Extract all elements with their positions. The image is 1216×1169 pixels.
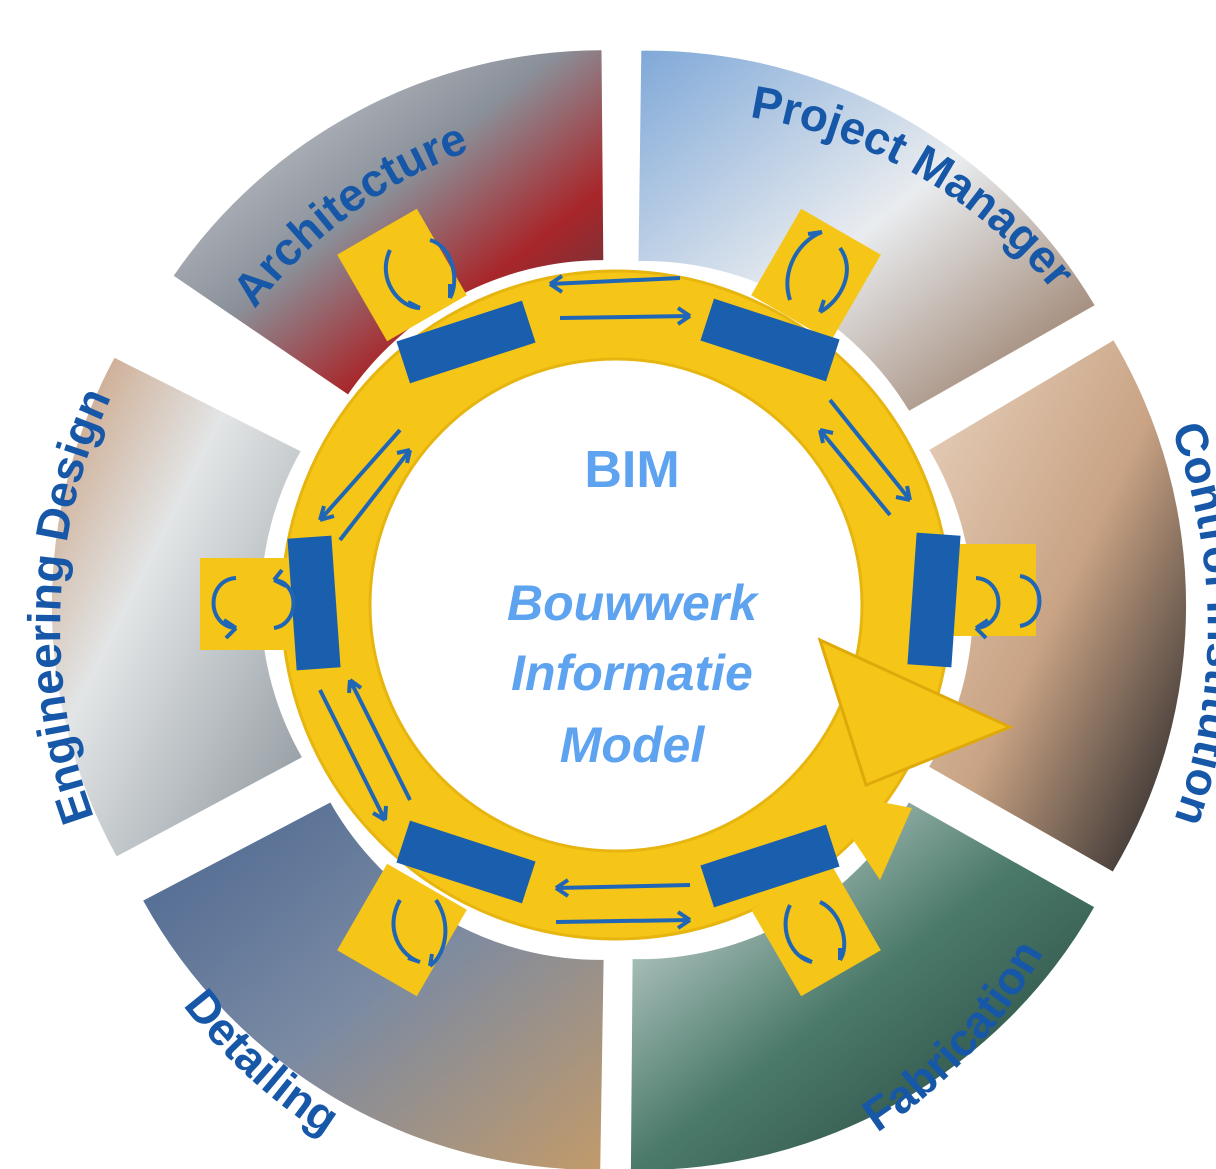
- photo-segments: [51, 50, 1187, 1169]
- arrow-icon: [428, 898, 448, 968]
- ring-inner-edge: [368, 357, 864, 853]
- block-fabrication: [700, 824, 840, 908]
- ring-tail: [820, 790, 912, 880]
- arrow-icon: [828, 398, 912, 502]
- arrow-icon: [548, 274, 681, 294]
- spoke-project-manager: [751, 208, 881, 342]
- arrow-icon: [383, 249, 421, 310]
- block-detailing: [396, 820, 536, 904]
- process-blocks: [287, 298, 961, 908]
- spoke-engineering-design: [200, 558, 300, 650]
- apartment-building-photo: [638, 50, 1095, 411]
- center-line-1: Bouwwerk: [507, 575, 759, 631]
- block-project-manager: [700, 298, 840, 382]
- factory-worker-photo: [630, 802, 1095, 1169]
- center-line-3: Model: [560, 717, 706, 773]
- arrow-icon: [555, 910, 692, 930]
- block-control-institution: [907, 532, 961, 668]
- arrow-icon: [391, 899, 421, 964]
- center-label: BIM Bouwwerk Informatie Model: [507, 441, 759, 773]
- arrow-icon: [974, 576, 1001, 640]
- building-photo: [173, 50, 604, 395]
- hand-drawing-photo: [51, 357, 302, 857]
- arrow-icon: [338, 448, 412, 542]
- spoke-fabrication: [751, 863, 881, 997]
- rebar-construction-photo: [143, 802, 604, 1169]
- block-architecture: [396, 300, 536, 384]
- arrow-icon: [559, 306, 692, 326]
- arrow-icon: [783, 904, 813, 964]
- arrow-icon: [819, 900, 847, 962]
- exchange-arrows: [211, 230, 1042, 968]
- arrow-icon: [429, 238, 457, 299]
- hand-gesture-photo: [929, 340, 1187, 872]
- arrow-icon: [785, 230, 823, 301]
- arrow-icon: [318, 689, 388, 822]
- arrow-icon: [347, 678, 412, 801]
- arrow-icon: [554, 878, 691, 898]
- arrow-icon: [318, 428, 402, 522]
- arrow-icon: [818, 246, 849, 314]
- arrow-icon: [272, 568, 296, 630]
- arrow-icon: [211, 576, 238, 640]
- arrow-icon: [1019, 574, 1042, 628]
- center-line-2: Informatie: [511, 645, 753, 701]
- arrow-icon: [818, 428, 892, 517]
- block-engineering-design: [287, 535, 341, 671]
- ring-arrowhead: [817, 637, 1014, 787]
- center-title: BIM: [584, 441, 679, 499]
